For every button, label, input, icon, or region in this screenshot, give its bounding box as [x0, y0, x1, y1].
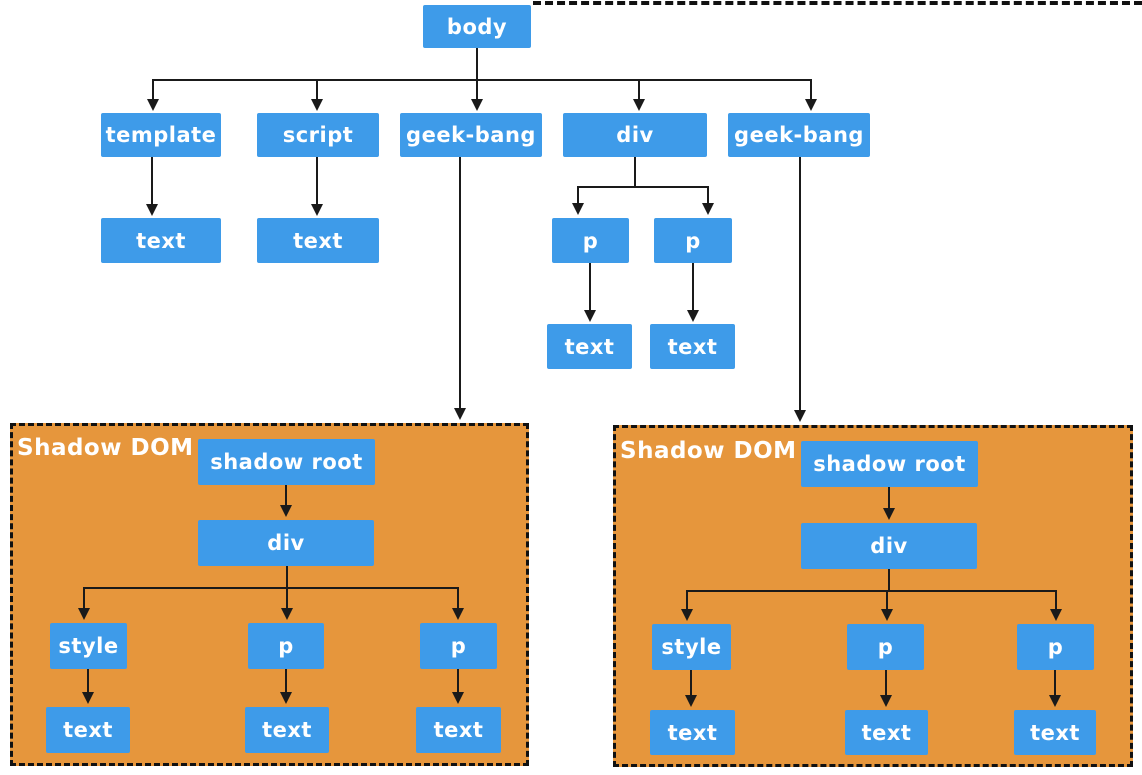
node-shadow-style-text-right: text — [650, 710, 735, 755]
node-geek-bang-right: geek-bang — [728, 113, 870, 157]
node-geek-bang-left: geek-bang — [400, 113, 542, 157]
node-shadow-style-right: style — [652, 624, 731, 670]
node-script-text: text — [257, 218, 379, 263]
node-p-left: p — [552, 218, 629, 263]
node-template-text: text — [101, 218, 221, 263]
node-p-left-text: text — [547, 324, 632, 369]
node-shadow-p1-text-right: text — [845, 710, 928, 755]
node-shadow-div-right: div — [801, 523, 977, 569]
node-p-right: p — [654, 218, 732, 263]
node-shadow-root-right: shadow root — [801, 441, 978, 487]
node-shadow-p2-left: p — [420, 623, 497, 669]
node-shadow-p1-text-left: text — [245, 707, 329, 753]
shadow-dom-left-label: Shadow DOM — [17, 435, 194, 461]
node-p-right-text: text — [650, 324, 735, 369]
top-edge-dashed-line — [533, 1, 1142, 5]
node-shadow-p1-left: p — [248, 623, 324, 669]
node-shadow-root-left: shadow root — [198, 439, 375, 485]
node-template: template — [101, 113, 221, 157]
node-shadow-p2-text-left: text — [416, 707, 501, 753]
node-script: script — [257, 113, 379, 157]
node-shadow-p2-text-right: text — [1014, 710, 1096, 755]
node-body: body — [423, 5, 531, 48]
node-div: div — [563, 113, 707, 157]
node-shadow-p1-right: p — [847, 624, 924, 670]
shadow-dom-right-label: Shadow DOM — [620, 438, 797, 464]
node-shadow-style-text-left: text — [46, 707, 130, 753]
node-shadow-style-left: style — [50, 623, 127, 669]
node-shadow-p2-right: p — [1017, 624, 1094, 670]
node-shadow-div-left: div — [198, 520, 374, 566]
